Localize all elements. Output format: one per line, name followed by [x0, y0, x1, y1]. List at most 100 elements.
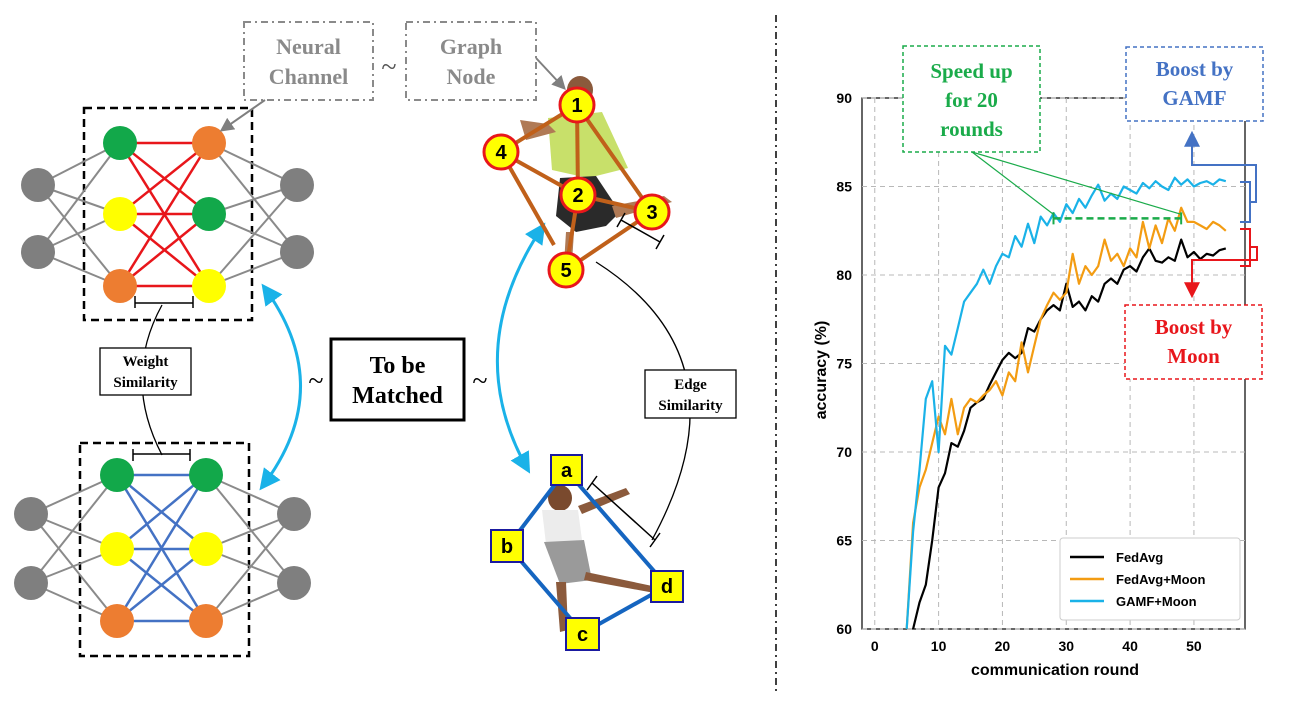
hidden-node-green: [103, 126, 137, 160]
series-line-fedavg-moon: [905, 206, 1227, 630]
legend-frame: [1059, 537, 1241, 621]
hidden-node-yellow: [100, 532, 134, 566]
y-tick-label: 90: [836, 90, 852, 106]
speed-up-box: [902, 45, 1041, 153]
speed-up-leader-left: [971, 151, 1054, 215]
series-lines: [905, 176, 1227, 630]
edge-bracket-top: [616, 212, 665, 250]
bottom-network: [14, 441, 311, 658]
graph-node-4: 4: [482, 133, 520, 171]
graph-node-label: 3: [646, 202, 657, 224]
graph-node-3: 3: [633, 193, 671, 231]
x-axis-label: communication round: [971, 662, 1139, 679]
boost-moon-bracket: [1192, 228, 1258, 295]
graph-node-label: 2: [572, 185, 583, 207]
y-axis-label: accuracy (%): [813, 321, 830, 420]
input-node: [21, 235, 55, 269]
graph-node-c: c: [565, 617, 600, 651]
hidden-node-orange: [103, 269, 137, 303]
top-graph-nodes: 1 4 2 3 5: [482, 86, 671, 289]
hidden-node-green: [100, 458, 134, 492]
y-tick-label: 85: [836, 179, 852, 195]
input-node: [14, 497, 48, 531]
neural-channel-pointer: [219, 99, 266, 132]
top-network: [21, 106, 314, 322]
hidden-node-yellow: [189, 532, 223, 566]
output-node: [277, 566, 311, 600]
x-tick-label: 30: [1058, 638, 1074, 654]
x-tick-label: 50: [1186, 638, 1202, 654]
x-tick-label: 40: [1122, 638, 1138, 654]
hidden-node-orange: [189, 604, 223, 638]
graph-node-b: b: [490, 529, 524, 563]
y-tick-label: 75: [836, 356, 852, 372]
y-tick-label: 65: [836, 533, 852, 549]
weight-similarity-box: [99, 347, 192, 396]
y-tick-label: 70: [836, 444, 852, 460]
speed-up-leader-right: [971, 151, 1182, 215]
output-node: [280, 168, 314, 202]
graph-node-2: 2: [559, 176, 597, 214]
graph-node-label: b: [501, 536, 513, 558]
neural-channel-box: [243, 21, 374, 101]
graph-node-1: 1: [558, 86, 596, 124]
legend-label: GAMF+Moon: [1116, 594, 1197, 609]
input-node: [14, 566, 48, 600]
boost-gamf-box: [1125, 46, 1264, 122]
x-tick-label: 10: [931, 638, 947, 654]
graph-node-label: d: [661, 576, 673, 598]
graph-node-box: [405, 21, 537, 101]
graph-node-a: a: [550, 454, 583, 486]
x-tick-label: 20: [995, 638, 1011, 654]
graph-node-label: 1: [571, 95, 582, 117]
y-tick-label: 60: [836, 621, 852, 637]
boost-gamf-bracket: [1192, 134, 1257, 223]
bottom-graph-nodes: a b c d: [490, 454, 684, 651]
series-line-gamf-moon: [905, 176, 1227, 630]
boost-moon-box: [1124, 304, 1263, 380]
weight-bracket: [134, 296, 194, 308]
accuracy-chart: 60 65 70 75 80 85 90 0 10 20 30 40 50 communication…: [813, 45, 1264, 679]
bottom-graph-edges: [506, 468, 669, 635]
y-tick-labels: 60 65 70 75 80 85 90: [836, 90, 852, 637]
right-tilde: ~: [472, 366, 487, 397]
x-tick-labels: 0 10 20 30 40 50: [871, 638, 1202, 654]
output-node: [280, 235, 314, 269]
to-be-matched-box: [329, 337, 466, 422]
graph-node-pointer: [535, 57, 566, 91]
hidden-node-yellow: [103, 197, 137, 231]
hidden-node-yellow: [192, 269, 226, 303]
hidden-node-green: [192, 197, 226, 231]
graph-node-5: 5: [547, 251, 585, 289]
bottom-network-highlight-box: [78, 441, 251, 658]
input-node: [21, 168, 55, 202]
y-tick-label: 80: [836, 267, 852, 283]
hidden-node-orange: [100, 604, 134, 638]
graph-node-d: d: [650, 570, 684, 603]
left-tilde: ~: [308, 366, 323, 397]
edge-bracket-bottom: [586, 475, 661, 548]
x-tick-label: 0: [871, 638, 879, 654]
output-node: [277, 497, 311, 531]
right-match-arrow: [495, 222, 546, 474]
graph-node-label: c: [577, 624, 588, 646]
hidden-node-green: [189, 458, 223, 492]
top-network-highlight-box: [82, 106, 254, 322]
series-line-fedavg: [912, 238, 1227, 630]
top-tilde: ~: [381, 52, 396, 83]
graph-node-label: a: [561, 460, 573, 482]
graph-node-label: 4: [495, 142, 507, 164]
edge-similarity-box: [644, 369, 737, 419]
